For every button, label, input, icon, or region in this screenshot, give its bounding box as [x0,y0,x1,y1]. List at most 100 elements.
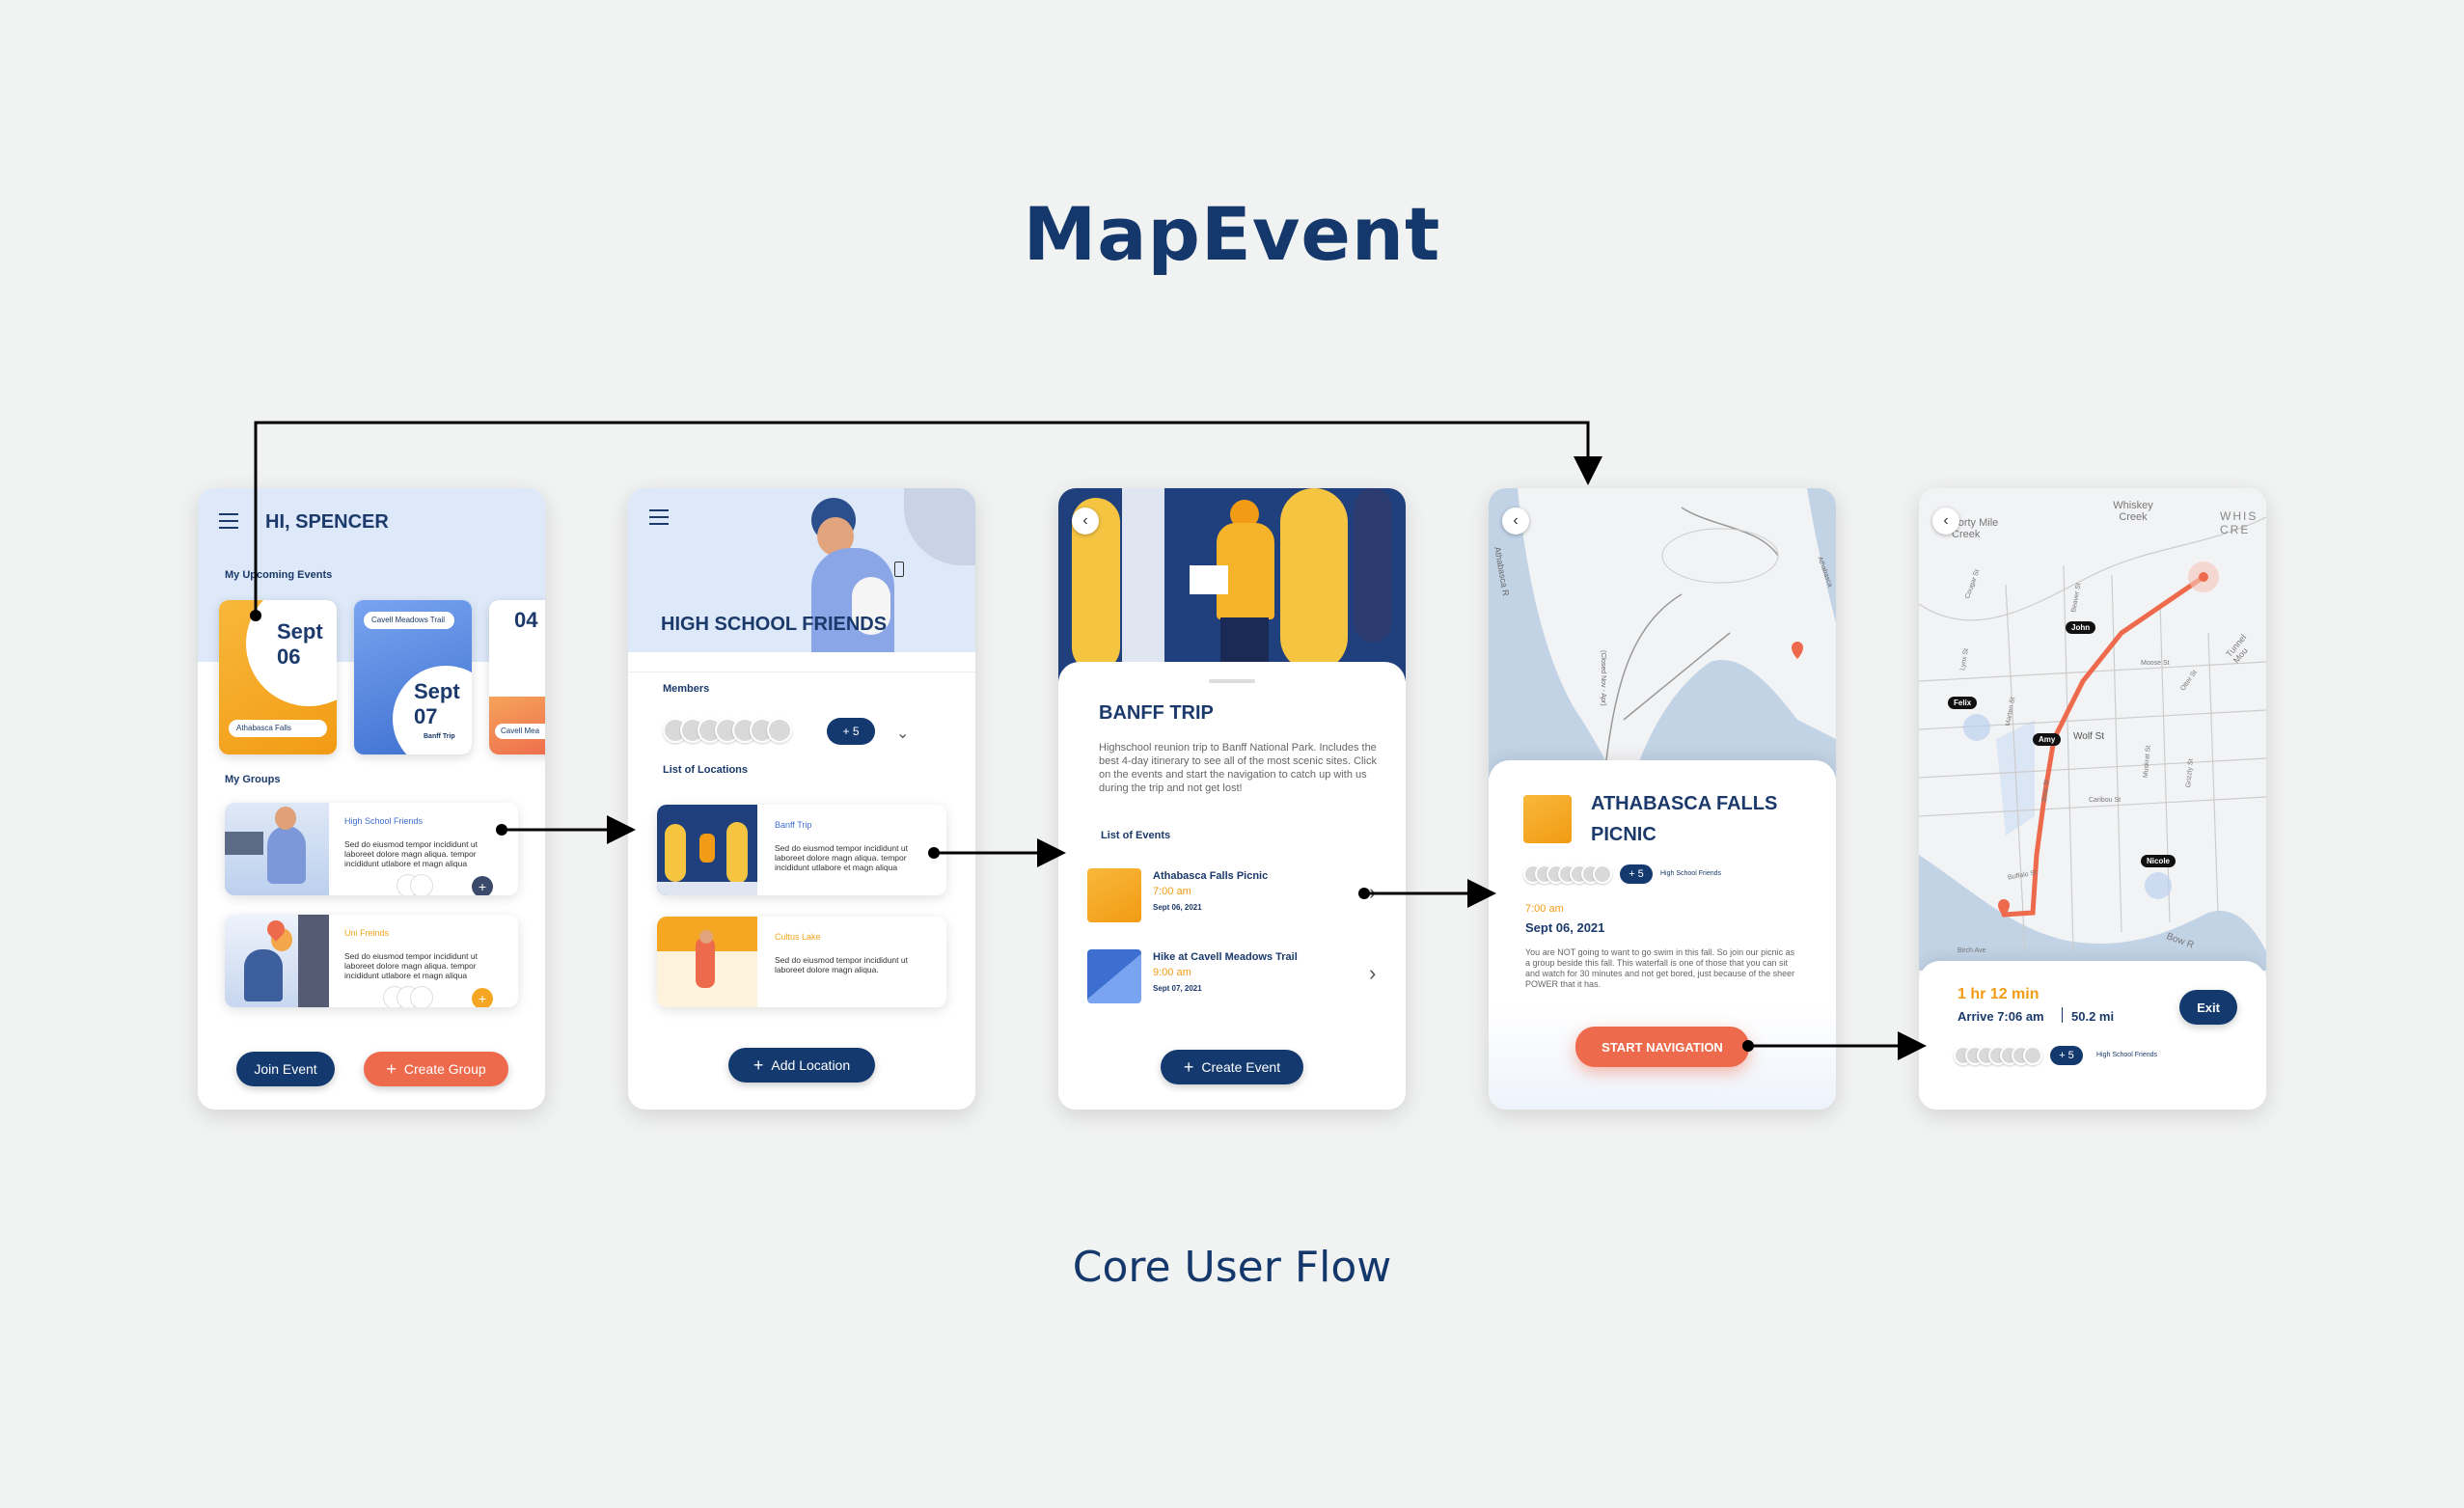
create-event-label: Create Event [1201,1059,1281,1075]
start-navigation-label: START NAVIGATION [1602,1039,1723,1055]
my-groups-label: My Groups [225,774,281,785]
person-marker[interactable]: Amy [2033,733,2062,746]
event-date-day: 07 [414,704,438,728]
event-thumb [1523,795,1572,843]
event-list-item[interactable]: Hike at Cavell Meadows Trail 9:00 am Sep… [1087,946,1386,1007]
person-marker[interactable]: Nicole [2141,855,2177,867]
group-illustration [225,915,329,1007]
events-label: List of Events [1101,830,1171,841]
menu-icon[interactable] [649,509,669,525]
location-card[interactable]: Cultus Lake Sed do eiusmod tempor incidi… [657,917,946,1007]
back-icon[interactable]: ‹ [1502,507,1529,535]
event-card[interactable]: 04 Cavell Mea [489,600,545,754]
group-screen: HIGH SCHOOL FRIENDS Members + 5 ⌄ List o… [628,488,975,1110]
group-card[interactable]: High School Friends Sed do eiusmod tempo… [225,803,518,895]
back-icon[interactable]: ‹ [1932,507,1959,535]
add-member-icon[interactable]: + [472,876,493,895]
nav-sheet [1919,961,2266,1110]
drag-handle[interactable] [1209,679,1255,683]
trip-title: BANFF TRIP [1099,702,1214,724]
navigation-screen: Forty Mile Creek Whiskey Creek WHIS CRE … [1919,488,2266,1110]
map-area [1919,488,2266,971]
join-event-button[interactable]: Join Event [236,1052,335,1086]
chevron-right-icon[interactable]: › [1369,961,1377,985]
event-title-line2: PICNIC [1591,824,1656,845]
map-svg [1489,488,1836,779]
flow-arrow-origin [1358,888,1370,899]
event-date-month: Sept [414,679,460,703]
member-avatars [1523,864,1612,884]
map-label: Caribou St [2089,797,2122,804]
group-desc: Sed do eiusmod tempor incididunt ut labo… [344,951,478,980]
group-name: High School Friends [2096,1052,2158,1058]
create-group-label: Create Group [403,1061,486,1077]
location-name: Cultus Lake [775,932,821,942]
add-location-button[interactable]: + Add Location [728,1048,875,1083]
plus-icon: + [1183,1056,1194,1077]
group-illustration [225,803,329,895]
flow-arrow-origin [496,824,507,836]
locations-label: List of Locations [663,764,748,776]
group-title: HIGH SCHOOL FRIENDS [661,614,888,635]
trip-screen: ‹ BANFF TRIP Highschool reunion trip to … [1058,488,1406,1110]
exit-button[interactable]: Exit [2179,990,2237,1025]
chevron-down-icon[interactable]: ⌄ [896,726,910,742]
event-name: Hike at Cavell Meadows Trail [1153,951,1298,963]
start-navigation-button[interactable]: START NAVIGATION [1575,1027,1749,1067]
page-title: MapEvent [1023,191,1441,277]
map-label: Birch Ave [1958,947,1986,954]
event-date-month: Sept [277,619,323,644]
more-members-badge[interactable]: + 5 [1620,864,1653,884]
member-avatar [410,874,433,895]
event-date: Sept 06, 2021 [1153,903,1202,912]
person-marker[interactable]: John [2066,621,2096,634]
map-label: WHIS CRE [2220,509,2259,536]
location-illustration [657,917,757,1007]
member-avatar [410,986,433,1007]
member-avatars [1954,1046,2042,1065]
event-card[interactable]: Sept 06 Athabasca Falls [219,600,337,754]
avatar [767,718,792,743]
group-desc: Sed do eiusmod tempor incididunt ut labo… [344,839,478,868]
more-members-badge[interactable]: + 5 [2050,1046,2083,1065]
add-member-icon[interactable]: + [472,988,493,1007]
create-group-button[interactable]: +Create Group [364,1052,508,1086]
member-avatars [663,718,792,743]
group-name: High School Friends [1660,870,1722,877]
more-members-badge[interactable]: + 5 [827,718,875,745]
event-date-day: 04 [514,608,538,632]
group-card[interactable]: Uni Freinds Sed do eiusmod tempor incidi… [225,915,518,1007]
nav-map-svg [1919,516,2266,971]
event-tag: Athabasca Falls [229,720,327,737]
map-label: Moose St [2141,660,2170,667]
event-title-line1: ATHABASCA FALLS [1591,793,1778,814]
location-name: Banff Trip [775,820,812,830]
trip-illustration [1058,488,1406,681]
person-marker[interactable]: Felix [1948,697,1978,709]
upcoming-events-label: My Upcoming Events [225,569,333,581]
location-card[interactable]: Banff Trip Sed do eiusmod tempor incidid… [657,805,946,895]
plus-icon: + [753,1055,764,1075]
event-tag: Cavell Mea [495,724,545,739]
event-thumb [1087,868,1141,922]
add-location-label: Add Location [771,1057,851,1073]
flow-arrow-origin [250,610,261,621]
event-description: You are NOT going to want to go swim in … [1525,947,1795,989]
phone-icon [894,562,904,577]
group-name: High School Friends [344,816,424,826]
event-card[interactable]: Cavell Meadows Trail Sept 07 Banff Trip [354,600,472,754]
create-event-button[interactable]: + Create Event [1161,1050,1303,1084]
flow-arrow-origin [1742,1040,1754,1052]
event-sub: Banff Trip [424,733,455,740]
menu-icon[interactable] [219,513,238,529]
back-icon[interactable]: ‹ [1072,507,1099,535]
location-desc: Sed do eiusmod tempor incididunt ut labo… [775,955,908,974]
map-label: Forty Mile Creek [1952,517,1999,540]
event-date: Sept 07, 2021 [1153,984,1202,993]
event-name: Athabasca Falls Picnic [1153,870,1269,882]
location-illustration [657,805,757,895]
event-tag: Cavell Meadows Trail [364,612,454,629]
members-label: Members [663,683,710,695]
greeting: HI, SPENCER [265,511,389,533]
